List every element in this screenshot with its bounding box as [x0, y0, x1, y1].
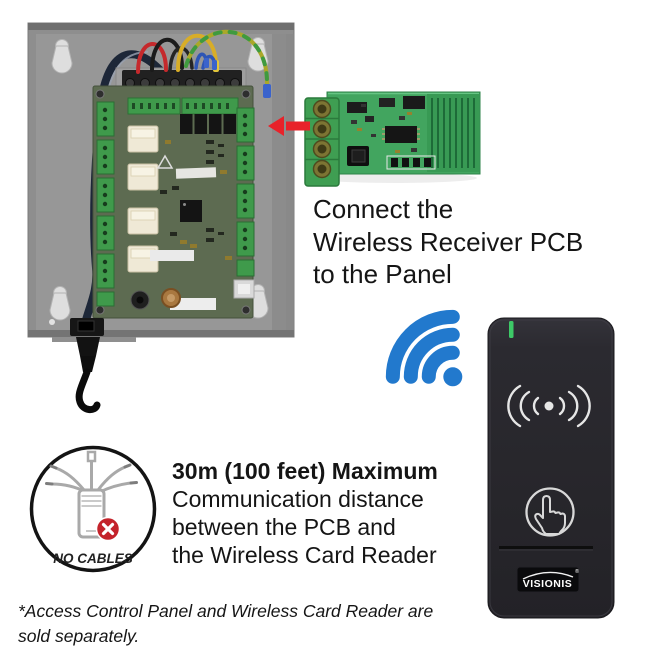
distance-line-3: the Wireless Card Reader	[172, 542, 437, 568]
wireless-signal-icon	[507, 384, 591, 428]
disclaimer-text: *Access Control Panel and Wireless Card …	[18, 599, 433, 648]
antenna-traces	[431, 98, 475, 168]
no-cables-label: NO CABLES	[53, 551, 133, 566]
distance-line-1: Communication distance	[172, 486, 424, 512]
red-arrow-icon	[262, 113, 314, 139]
status-led	[509, 321, 514, 338]
registered-mark: ®	[575, 568, 579, 575]
receiver-terminal-block	[304, 97, 340, 187]
connect-line-3: to the Panel	[313, 259, 452, 289]
main-pcb	[92, 85, 255, 319]
power-cord	[70, 318, 104, 413]
panel-wires	[136, 29, 270, 86]
touch-icon	[525, 487, 575, 537]
distance-title: 30m (100 feet) Maximum	[172, 458, 438, 484]
logo-swoosh	[522, 571, 574, 580]
wireless-card-reader-photo: VISIONIS ®	[486, 316, 616, 620]
card-slot	[499, 546, 593, 549]
receiver-illustration	[304, 91, 481, 187]
disclaimer-line-2: sold separately.	[18, 625, 140, 646]
connect-line-1: Connect the	[313, 194, 454, 224]
disclaimer-line-1: *Access Control Panel and Wireless Card …	[18, 601, 434, 621]
distance-note: 30m (100 feet) Maximum Communication dis…	[172, 457, 438, 569]
brand-name: VISIONIS	[523, 578, 573, 590]
crossed-out-mark	[95, 516, 121, 542]
wireless-receiver-pcb-photo	[295, 58, 485, 188]
distance-line-2: between the PCB and	[172, 514, 396, 540]
panel-illustration	[27, 22, 295, 413]
connect-line-2: Wireless Receiver PCB	[313, 226, 584, 257]
access-control-panel-photo	[20, 10, 300, 418]
wifi-icon	[383, 307, 483, 407]
connect-instruction-text: Connect the Wireless Receiver PCB to the…	[313, 193, 583, 291]
no-cables-icon: NO CABLES	[28, 444, 160, 576]
brand-logo: VISIONIS ®	[516, 566, 580, 593]
